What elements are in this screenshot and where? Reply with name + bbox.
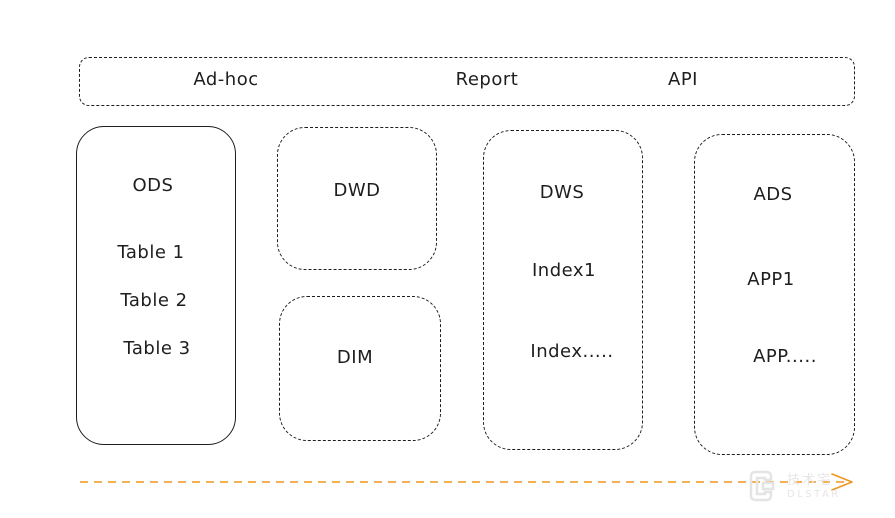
dws-item-index-more: Index..... [530, 341, 614, 362]
ads-item-app-more: APP..... [753, 346, 817, 367]
ods-title: ODS [132, 175, 174, 196]
watermark: 技术宅 DLSTAR [745, 464, 865, 508]
watermark-line2: DLSTAR [787, 489, 841, 500]
dim-layer-box [279, 296, 441, 441]
dwd-layer-box [277, 127, 437, 270]
dws-item-index1: Index1 [531, 260, 597, 281]
ads-title: ADS [753, 184, 793, 205]
ods-table-1: Table 1 [117, 242, 185, 263]
logo-mark-icon [749, 470, 775, 502]
ods-layer-box [76, 126, 236, 445]
watermark-line1: 技术宅 [787, 473, 833, 488]
consumer-layer-box [79, 57, 855, 106]
ods-table-2: Table 2 [120, 290, 188, 311]
ads-item-app1: APP1 [747, 269, 795, 290]
consumer-item-api: API [668, 69, 698, 90]
consumer-item-adhoc: Ad-hoc [193, 69, 259, 90]
dwd-title: DWD [333, 180, 381, 201]
consumer-item-report: Report [455, 69, 519, 90]
ads-layer-box [694, 134, 855, 455]
dws-title: DWS [539, 182, 585, 203]
ods-table-3: Table 3 [123, 338, 191, 359]
dim-title: DIM [336, 347, 374, 368]
dws-layer-box [483, 130, 643, 450]
